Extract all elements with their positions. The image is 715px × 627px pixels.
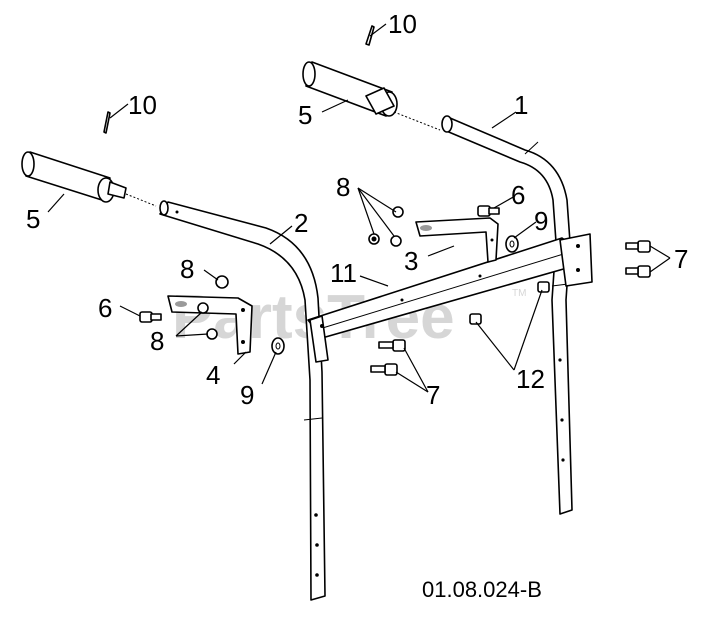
callout-11: 11 [330, 258, 357, 288]
pin-left [103, 111, 111, 134]
bolt-12-left [469, 313, 482, 325]
callout-8-left-bottom: 8 [150, 326, 164, 356]
nut-8-top-1 [392, 206, 404, 218]
callout-10-top: 10 [388, 9, 417, 39]
bracket-left [167, 295, 253, 355]
callout-7-bottom: 7 [426, 380, 440, 410]
callout-7-right: 7 [674, 244, 688, 274]
callout-8-top: 8 [336, 172, 350, 202]
nut-8-top-2 [368, 233, 380, 245]
handle-tube-left [159, 200, 326, 601]
leader-lines [47, 23, 671, 393]
nut-8-left-1 [215, 275, 229, 289]
watermark-trademark: TM [512, 288, 526, 299]
hand-grip-left [21, 151, 157, 207]
handle-tube-right [441, 115, 573, 515]
bolt-7-right-upper [625, 240, 651, 253]
callout-1: 1 [514, 90, 528, 120]
bracket-right [415, 217, 499, 263]
callout-4: 4 [206, 360, 220, 390]
cross-brace [307, 233, 593, 363]
bolt-12-right [537, 281, 550, 293]
callout-9-right: 9 [534, 206, 548, 236]
callout-2: 2 [294, 208, 308, 238]
callout-8-left-top: 8 [180, 254, 194, 284]
callout-3: 3 [404, 246, 418, 276]
nut-8-top-3 [390, 235, 402, 247]
washer-9-right [505, 235, 519, 253]
callout-6-left: 6 [98, 293, 112, 323]
nut-8-left-3 [206, 328, 218, 340]
washer-9-left [271, 337, 285, 355]
bolt-6-left [139, 311, 162, 323]
callout-5-top: 5 [298, 100, 312, 130]
bolt-7-bottom-lower [370, 363, 398, 376]
callout-6-right: 6 [511, 180, 525, 210]
callout-10-left: 10 [128, 90, 157, 120]
drawing-code: 01.08.024-B [422, 577, 542, 602]
bolt-7-bottom-upper [378, 339, 406, 352]
callout-5-left: 5 [26, 204, 40, 234]
nut-8-left-2 [197, 302, 209, 314]
callout-12: 12 [516, 364, 545, 394]
hand-grip-top [302, 61, 441, 131]
callout-9-left: 9 [240, 380, 254, 410]
bolt-7-right-lower [625, 265, 651, 278]
